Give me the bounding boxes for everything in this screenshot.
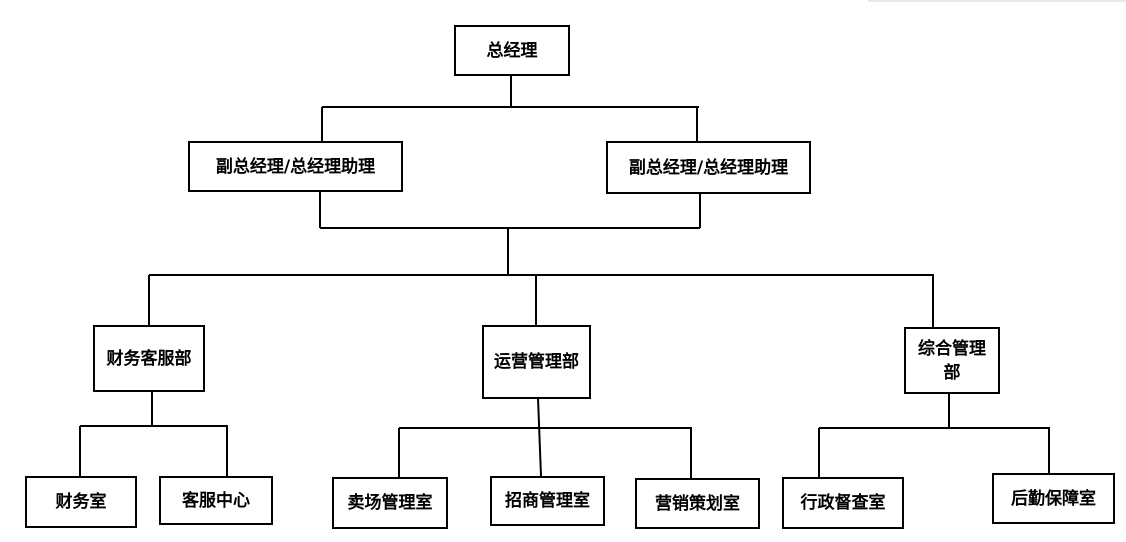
node-department-general: 综合管理部	[904, 327, 1000, 394]
node-label: 卖场管理室	[347, 493, 433, 513]
node-general-manager: 总经理	[454, 25, 570, 76]
node-label: 行政督查室	[800, 493, 886, 513]
node-office-logistics: 后勤保障室	[992, 473, 1115, 524]
node-label: 运营管理部	[494, 352, 579, 372]
node-label: 营销策划室	[655, 493, 740, 514]
top-edge-line	[868, 0, 1126, 2]
connector	[537, 397, 542, 477]
node-office-investment: 招商管理室	[490, 476, 605, 526]
node-office-store-management: 卖场管理室	[332, 477, 448, 529]
node-label: 副总经理/总经理助理	[215, 156, 376, 177]
node-deputy-right: 副总经理/总经理助理	[606, 141, 811, 194]
node-label: 招商管理室	[505, 491, 590, 511]
node-label: 财务客服部	[106, 348, 192, 369]
node-office-marketing: 营销策划室	[635, 478, 760, 529]
node-deputy-left: 副总经理/总经理助理	[188, 141, 403, 192]
node-label: 后勤保障室	[1011, 488, 1096, 509]
node-label: 客服中心	[182, 490, 250, 511]
node-office-admin-inspection: 行政督查室	[782, 477, 904, 529]
node-office-finance: 财务室	[25, 476, 137, 528]
node-department-finance: 财务客服部	[93, 325, 205, 392]
node-office-customer-service: 客服中心	[159, 476, 273, 525]
node-label: 综合管理部	[918, 338, 986, 383]
node-department-operations: 运营管理部	[482, 325, 591, 399]
node-label: 副总经理/总经理助理	[628, 157, 789, 178]
node-label: 财务室	[55, 492, 107, 512]
node-label: 总经理	[486, 40, 538, 61]
